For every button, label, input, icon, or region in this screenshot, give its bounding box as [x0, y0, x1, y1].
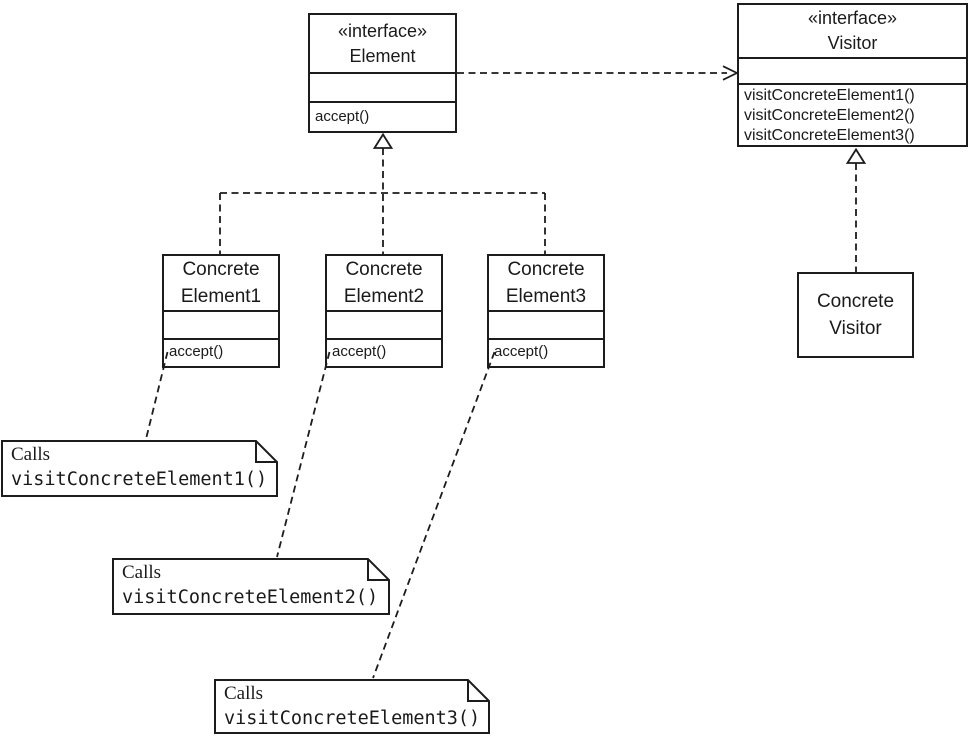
attributes-compartment — [489, 310, 603, 338]
methods-compartment: accept() — [327, 338, 441, 366]
hollow-triangle-arrowhead-icon — [845, 147, 867, 164]
method-label: accept() — [494, 343, 549, 360]
folded-corner-icon — [467, 680, 489, 702]
note-code: visitConcreteElement2() — [122, 587, 379, 608]
open-arrowhead-icon — [722, 65, 738, 81]
class-title: «interface» Visitor — [739, 5, 966, 57]
class-name-label: Visitor — [829, 318, 882, 339]
class-name-label: Element2 — [343, 286, 425, 307]
class-concrete-visitor: Concrete Visitor — [797, 272, 914, 358]
note-code: visitConcreteElement1() — [11, 469, 268, 490]
note-text: Calls visitConcreteElement3() — [224, 682, 480, 732]
note-calls-visit3: Calls visitConcreteElement3() — [214, 679, 490, 734]
class-title: Concrete Element2 — [327, 256, 441, 310]
note-text: Calls visitConcreteElement2() — [122, 561, 378, 611]
note-code: visitConcreteElement3() — [224, 708, 481, 729]
class-name-label: Element1 — [180, 286, 262, 307]
attributes-compartment — [327, 310, 441, 338]
class-name-label: Element3 — [505, 286, 587, 307]
method-label: accept() — [332, 343, 387, 360]
class-element: «interface» Element accept() — [308, 13, 457, 133]
methods-compartment: accept() — [310, 101, 455, 131]
note-label: Calls — [11, 444, 51, 465]
note2-anchor-line — [276, 351, 331, 558]
note-calls-visit2: Calls visitConcreteElement2() — [112, 558, 390, 615]
class-name-label: Element — [349, 45, 416, 66]
class-title: Concrete Element1 — [164, 256, 278, 310]
method-label: accept() — [315, 108, 370, 125]
class-concrete-element2: Concrete Element2 accept() — [325, 254, 443, 368]
class-name-label: Concrete — [182, 259, 260, 280]
hollow-triangle-arrowhead-icon — [372, 132, 394, 149]
note-label: Calls — [122, 562, 162, 583]
note3-anchor-line — [372, 351, 496, 679]
class-name-label: Concrete — [507, 259, 585, 280]
note-label: Calls — [224, 683, 264, 704]
methods-compartment: accept() — [489, 338, 603, 366]
note-shape — [214, 679, 490, 734]
class-concrete-element1: Concrete Element1 accept() — [162, 254, 280, 368]
class-title: Concrete Element3 — [489, 256, 603, 310]
attributes-compartment — [310, 72, 455, 101]
attributes-compartment — [739, 57, 966, 83]
folded-corner-icon — [255, 441, 277, 463]
stereotype-label: «interface» — [807, 8, 898, 28]
method-label: visitConcreteElement3() — [744, 127, 915, 144]
attributes-compartment — [164, 310, 278, 338]
methods-compartment: accept() — [164, 338, 278, 366]
stereotype-label: «interface» — [337, 20, 428, 41]
class-title: «interface» Element — [310, 15, 455, 72]
methods-compartment: visitConcreteElement1() visitConcreteEle… — [739, 83, 966, 146]
method-label: visitConcreteElement1() — [744, 87, 915, 104]
note-text: Calls visitConcreteElement1() — [11, 443, 267, 493]
note-calls-visit1: Calls visitConcreteElement1() — [1, 440, 278, 497]
class-name-label: Visitor — [827, 33, 878, 53]
class-visitor: «interface» Visitor visitConcreteElement… — [737, 3, 968, 147]
class-name-label: Concrete — [345, 259, 423, 280]
class-name-label: Concrete — [816, 291, 895, 312]
method-label: visitConcreteElement2() — [744, 107, 915, 124]
method-label: accept() — [169, 343, 224, 360]
class-concrete-element3: Concrete Element3 accept() — [487, 254, 605, 368]
